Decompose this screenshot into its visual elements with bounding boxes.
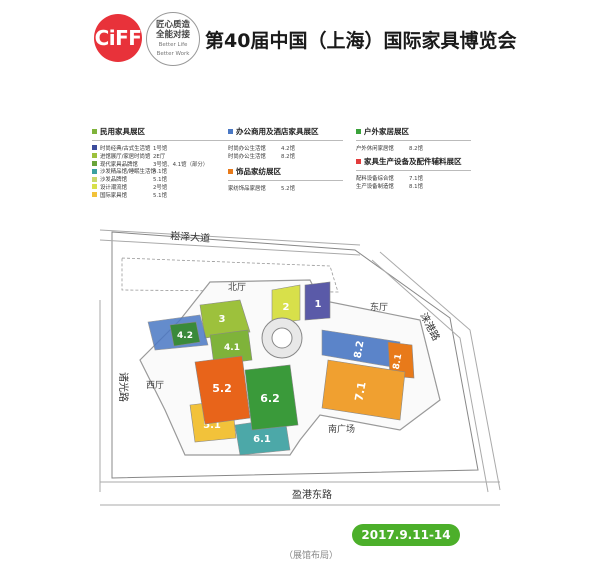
residential-swatch: [92, 129, 97, 134]
legend-divider: [228, 140, 343, 141]
hall-5-1-label: 5.1: [203, 420, 221, 431]
center-ring-inner: [271, 327, 293, 349]
west-hall-label: 西厅: [146, 380, 164, 391]
page-title: 第40届中国（上海）国际家具博览会: [205, 30, 517, 52]
north-road-label: 崧泽大道: [170, 229, 211, 245]
logo-text: CiFF: [94, 26, 142, 50]
hall-1: [304, 281, 331, 321]
map-caption: （展馆布局）: [284, 551, 339, 561]
event-date: 2017.9.11-14: [361, 528, 451, 542]
hall-4-1-label: 4.1: [224, 343, 240, 353]
legend-materials-title: 家具生产设备及配件辅料展区: [364, 157, 462, 166]
legend-decor-title: 饰品家纺展区: [236, 167, 281, 176]
legend-outdoor-title: 户外家居展区: [364, 127, 409, 136]
north-hall-label: 北厅: [228, 282, 246, 293]
legend-divider: [356, 170, 471, 171]
legend-divider: [92, 140, 242, 141]
date-badge: 2017.9.11-14: [352, 524, 460, 546]
hall-6-2: [244, 364, 299, 431]
office-swatch: [228, 129, 233, 134]
slogan-cn-1: 匠心质造: [155, 19, 190, 30]
hall-5-2-label: 5.2: [212, 382, 232, 395]
hall-3-label: 3: [219, 314, 226, 325]
materials-swatch: [356, 159, 361, 164]
hall-8-1-label: 8.1: [392, 353, 405, 370]
hall-8-1: [387, 341, 415, 379]
legend-materials-header: 家具生产设备及配件辅料展区: [356, 156, 471, 167]
outdoor-swatch: [356, 129, 361, 134]
parking-area: [121, 257, 339, 293]
legend-divider: [356, 140, 471, 141]
west-road-label: 诸光路: [117, 372, 130, 402]
slogan-en-1: Better Life: [158, 42, 188, 49]
hall-5-2: [194, 355, 251, 425]
site-boundary: [111, 231, 479, 479]
east-road: [379, 251, 501, 491]
slogan-badge: 匠心质造 全能对接 Better Life Better Work: [146, 12, 200, 66]
hall-8-2-label: 8.2: [353, 340, 367, 359]
hall-4-2-label: 4.2: [177, 331, 193, 341]
north-road-edge: [99, 239, 361, 256]
legend-office-header: 办公商用及酒店家具展区: [228, 126, 343, 137]
decor-swatch: [228, 169, 233, 174]
hall-7-1-label: 7.1: [352, 381, 368, 402]
hall-6-1-label: 6.1: [253, 434, 271, 445]
legend-residential-title: 民用家具展区: [100, 127, 145, 136]
legend-divider: [228, 180, 343, 181]
legend-residential-header: 民用家具展区: [92, 126, 242, 137]
slogan-en-2: Better Work: [156, 50, 190, 57]
south-road-label: 盈港东路: [292, 488, 332, 501]
hall-2-label: 2: [283, 302, 290, 313]
legend-decor-header: 饰品家纺展区: [228, 166, 343, 177]
east-road-edge: [371, 259, 489, 493]
legend-outdoor-header: 户外家居展区: [356, 126, 471, 137]
legend-office-title: 办公商用及酒店家具展区: [236, 127, 319, 136]
north-road: [99, 229, 361, 246]
ciff-logo: CiFF: [94, 14, 142, 62]
hall-4-2-inner: [169, 321, 201, 347]
hall-6-2-label: 6.2: [260, 392, 280, 405]
hall-7-1: [321, 359, 406, 421]
hall-1-label: 1: [315, 299, 322, 310]
hall-2: [271, 284, 301, 325]
south-plaza-label: 南广场: [328, 423, 355, 435]
east-hall-label: 东厅: [370, 301, 388, 313]
slogan-cn-2: 全能对接: [155, 29, 190, 40]
